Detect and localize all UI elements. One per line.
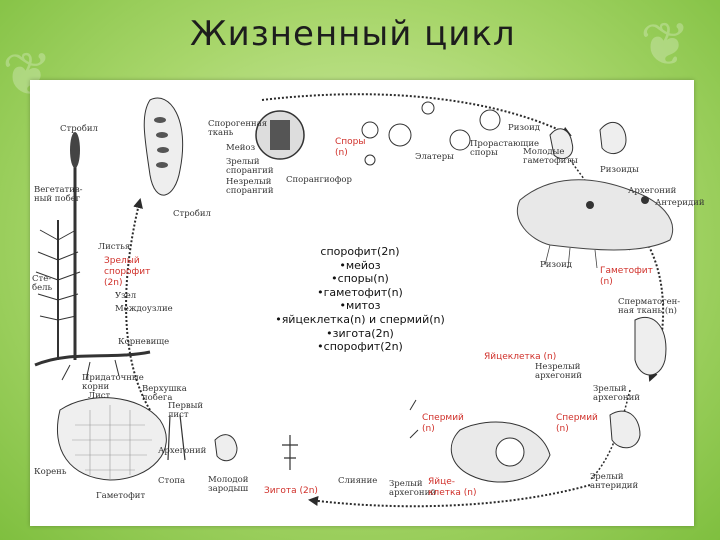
label-rhizoids: Ризоиды (600, 166, 639, 175)
label-meiosis: Мейоз (226, 144, 255, 153)
label-foot: Стопа (158, 477, 185, 486)
label-internode: Междоузлие (115, 305, 173, 314)
cycle-summary: спорофит(2n) •мейоз •споры(n) •гаметофит… (254, 245, 466, 354)
leaf-decoration-icon: ❦ (640, 10, 690, 80)
red-label-sperm-left: Спермий (n) (422, 413, 464, 435)
label-vegetative-shoot: Вегетатив- ный побег (34, 186, 83, 204)
label-rhizoid-top: Ризоид (508, 124, 540, 133)
red-label-gametophyte: Гаметофит (n) (600, 266, 653, 288)
red-label-sperm-right: Спермий (n) (556, 413, 598, 435)
label-spermatogenous-tissue: Сперматоген- ная ткань (n) (618, 298, 680, 316)
label-rhizoid-mid: Ризоид (540, 261, 572, 270)
summary-line: •митоз (254, 299, 466, 313)
diagram-panel: Стробил Спорогенная ткань Мейоз Зрелый с… (30, 80, 694, 526)
label-mature-antheridium: Зрелый антеридий (590, 473, 638, 491)
label-root: Корень (34, 468, 66, 477)
label-first-leaf-2: Первый лист (168, 402, 203, 420)
label-mature-sporangium: Зрелый спорангий (226, 158, 274, 176)
label-strobil-bottom: Стробил (173, 210, 211, 219)
label-leaves: Листья (98, 243, 130, 252)
label-stem: Сте- бель (32, 275, 52, 293)
red-label-egg-cell: Яйцеклетка (n) (484, 352, 556, 363)
label-adventitious-roots: Придаточные корни (82, 374, 144, 392)
red-label-spores: Споры (n) (335, 137, 366, 159)
label-antheridium: Антеридий (655, 199, 705, 208)
label-strobil: Стробил (60, 125, 98, 134)
label-sporangiophore: Спорангиофор (286, 176, 352, 185)
red-label-zygote: Зигота (2n) (264, 486, 318, 497)
label-sporangium-tissue: Спорогенная ткань (208, 120, 267, 138)
summary-line: •мейоз (254, 259, 466, 273)
label-immature-sporangium: Незрелый спорангий (226, 178, 274, 196)
label-immature-archegonium: Незрелый архегоний (535, 363, 582, 381)
label-roots: Корневище (118, 338, 169, 347)
label-mature-archegonium: Зрелый архегоний (593, 385, 640, 403)
summary-line: •гаметофит(n) (254, 286, 466, 300)
red-label-egg-cell-bottom: Яйце- клетка (n) (428, 477, 477, 499)
red-label-mature-sporophyte: Зрелый спорофит (2n) (104, 256, 150, 289)
label-fusion: Слияние (338, 477, 377, 486)
label-archegonium-bottom: Архегоний (158, 447, 206, 456)
label-gametophyte-bottom: Гаметофит (96, 492, 145, 501)
summary-line: •зигота(2n) (254, 327, 466, 341)
label-node: Узел (115, 292, 136, 301)
label-young-embryo: Молодой зародыш (208, 476, 248, 494)
summary-line: спорофит(2n) (254, 245, 466, 259)
label-young-gametophytes: Молодые гаметофиты (523, 148, 578, 166)
label-archegonium-right: Архегоний (628, 187, 676, 196)
page-title: Жизненный цикл (190, 14, 516, 54)
summary-line: •спорофит(2n) (254, 340, 466, 354)
summary-line: •споры(n) (254, 272, 466, 286)
label-first-leaf: Лист (88, 392, 110, 401)
summary-line: •яйцеклетка(n) и спермий(n) (254, 313, 466, 327)
label-elaters: Элатеры (415, 153, 454, 162)
